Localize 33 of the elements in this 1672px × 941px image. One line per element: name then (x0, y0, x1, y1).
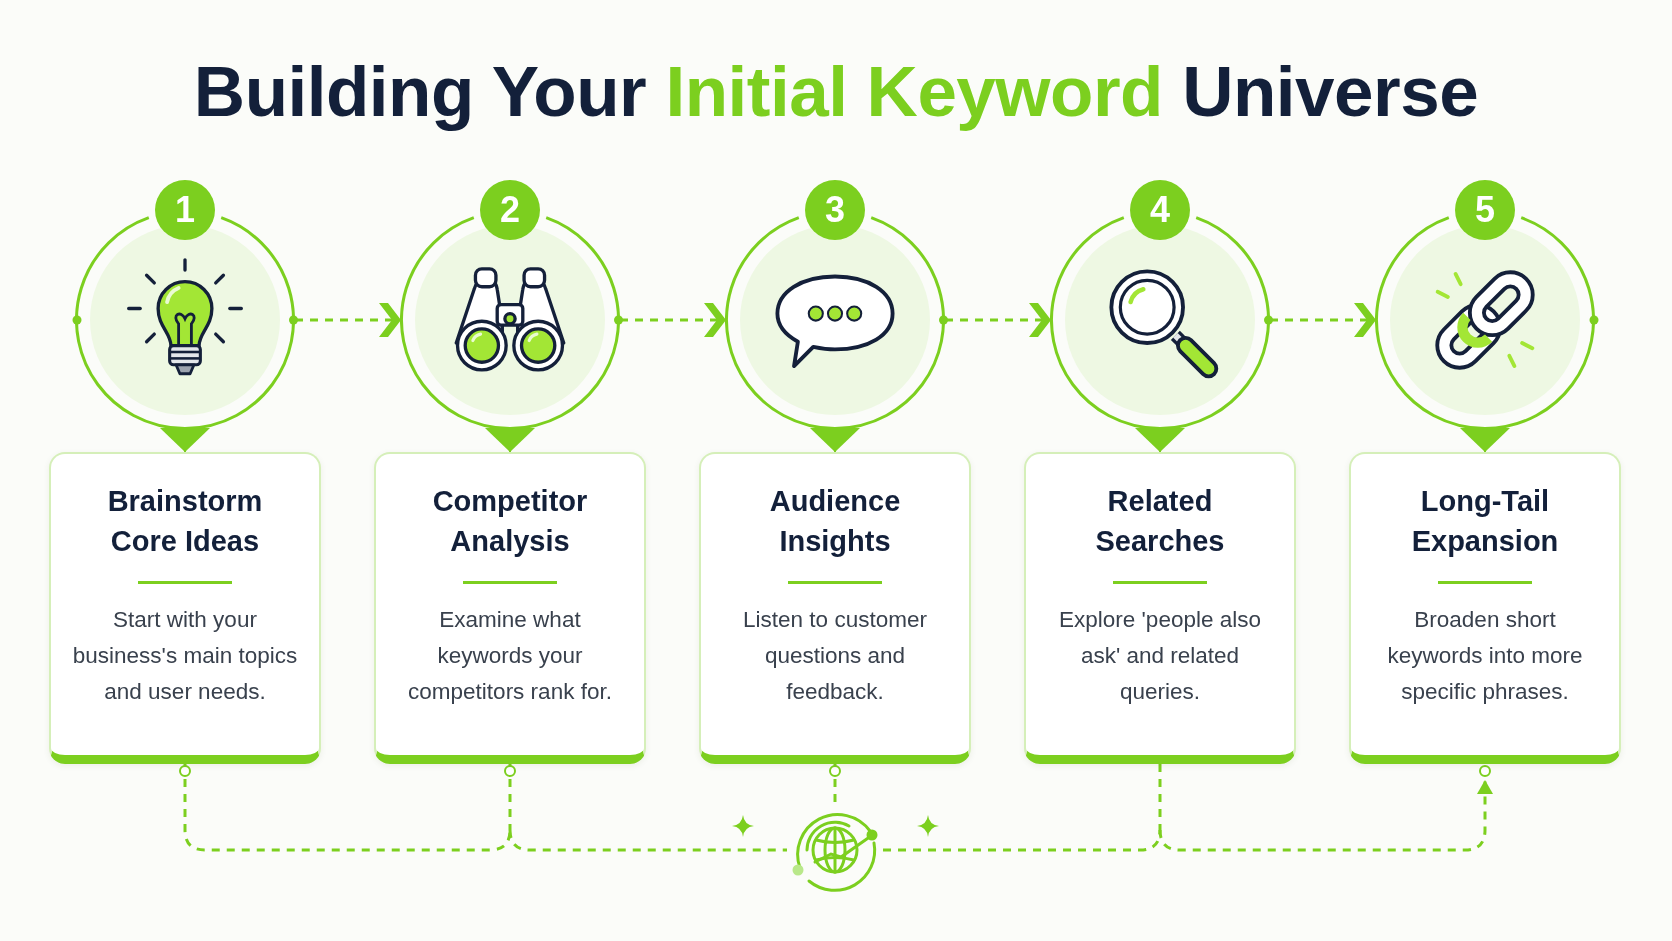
card-description: Broaden short keywords into more specific phrases. (1386, 606, 1584, 706)
card-description: Start with your business's main topics and user needs. (72, 606, 298, 706)
pointer-arrow (160, 428, 210, 453)
step-card (1024, 452, 1296, 764)
step-card (1349, 452, 1621, 764)
number-badge: 2 (480, 180, 540, 240)
pointer-arrow (1460, 428, 1510, 453)
card-title: Audience Insights (769, 484, 901, 559)
step-card (699, 452, 971, 764)
number-badge: 4 (1130, 180, 1190, 240)
card-description: Listen to customer questions and feedback. (742, 606, 928, 706)
dashed-line (1158, 764, 1162, 830)
dashed-line (179, 764, 512, 852)
card-title: Brainstorm Core Ideas (107, 484, 263, 559)
card-title: Related Searches (1095, 484, 1225, 559)
card-title: Long-Tail Expansion (1411, 484, 1559, 559)
step-card (49, 452, 321, 764)
number-badge: 3 (805, 180, 865, 240)
pointer-arrow (810, 428, 860, 453)
pointer-arrow (1135, 428, 1185, 453)
card-description: Examine what keywords your competitors rank for. (407, 606, 613, 706)
title-heading: Building Your Initial Keyword Universe (193, 51, 1479, 133)
dashed-arrow (1158, 764, 1494, 852)
pointer-arrow (485, 428, 535, 453)
card-title: Competitor Analysis (432, 484, 588, 559)
card-description: Explore 'people also ask' and related queries. (1058, 606, 1262, 706)
dashed-line (883, 829, 1162, 852)
number-badge: 1 (155, 180, 215, 240)
step-card (374, 452, 646, 764)
dashed-line (508, 829, 787, 852)
dashed-line (504, 764, 516, 830)
number-badge: 5 (1455, 180, 1515, 240)
dashed-line (829, 764, 841, 802)
